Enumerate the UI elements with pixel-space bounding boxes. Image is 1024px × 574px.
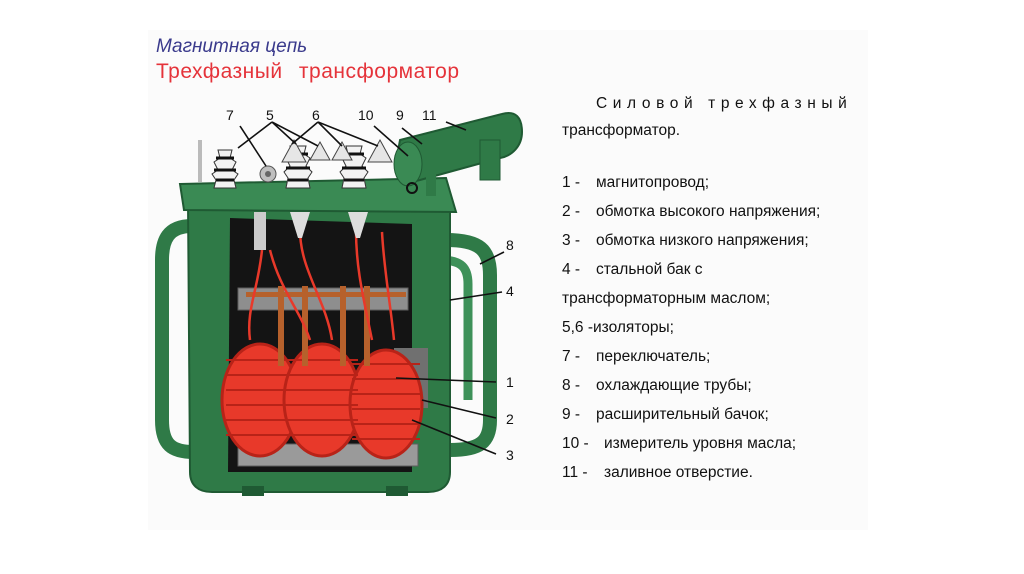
legend-number: 5,6 - — [562, 319, 593, 336]
callout-1: 1 — [506, 374, 514, 390]
legend-item: 9 -расширительный бачок; — [562, 400, 862, 429]
legend-text: измеритель уровня масла; — [604, 435, 796, 452]
legend-item: 1 -магнитопровод; — [562, 168, 862, 197]
callout-6: 6 — [312, 107, 320, 123]
legend-item: 4 -стальной бак с — [562, 255, 862, 284]
callout-5: 5 — [266, 107, 274, 123]
transformer-diagram: 7 5 6 10 9 11 8 4 1 2 3 — [150, 100, 550, 510]
legend-text: охлаждающие трубы; — [596, 377, 752, 394]
legend-text: заливное отверстие. — [604, 464, 753, 481]
legend-number: 11 - — [562, 458, 604, 487]
legend-number: 4 - — [562, 255, 596, 284]
legend-text: трансформаторным маслом; — [562, 290, 770, 307]
legend-number: 9 - — [562, 400, 596, 429]
callout-8: 8 — [506, 237, 514, 253]
legend-item: 8 -охлаждающие трубы; — [562, 371, 862, 400]
tap-changer — [260, 166, 276, 182]
legend-text: изоляторы; — [593, 319, 674, 336]
bushings — [198, 140, 392, 188]
callout-7: 7 — [226, 107, 234, 123]
description-panel: Силовой трехфазный трансформатор. 1 -маг… — [562, 90, 862, 487]
callout-3: 3 — [506, 447, 514, 463]
legend-number: 2 - — [562, 197, 596, 226]
legend-text: обмотка высокого напряжения; — [596, 203, 820, 220]
legend-number: 1 - — [562, 168, 596, 197]
legend-item: 11 -заливное отверстие. — [562, 458, 862, 487]
windings — [222, 344, 422, 458]
legend-item: 10 -измеритель уровня масла; — [562, 429, 862, 458]
description-title-line2: трансформатор. — [562, 117, 862, 144]
callout-4: 4 — [506, 283, 514, 299]
legend-number: 7 - — [562, 342, 596, 371]
legend-item: 5,6 -изоляторы; — [562, 313, 862, 342]
legend-text: магнитопровод; — [596, 174, 709, 191]
legend-number: 10 - — [562, 429, 604, 458]
callout-9: 9 — [396, 107, 404, 123]
callout-11: 11 — [422, 107, 437, 123]
callout-10: 10 — [358, 107, 374, 123]
slide-title: Трехфазный трансформатор — [156, 60, 460, 84]
legend-item: 2 -обмотка высокого напряжения; — [562, 197, 862, 226]
conservator-tank — [394, 113, 522, 196]
legend-list: 1 -магнитопровод; 2 -обмотка высокого на… — [562, 168, 862, 487]
legend-item: 3 -обмотка низкого напряжения; — [562, 226, 862, 255]
legend-text: стальной бак с — [596, 261, 703, 278]
callout-2: 2 — [506, 411, 514, 427]
legend-number: 3 - — [562, 226, 596, 255]
legend-item: трансформаторным маслом; — [562, 284, 862, 313]
tank-leg — [242, 486, 264, 496]
tank-leg — [386, 486, 408, 496]
legend-text: обмотка низкого напряжения; — [596, 232, 809, 249]
description-title: Силовой трехфазный трансформатор. — [562, 90, 862, 144]
slide-subtitle: Магнитная цепь — [156, 36, 307, 58]
legend-item: 7 -переключатель; — [562, 342, 862, 371]
legend-text: переключатель; — [596, 348, 710, 365]
legend-text: расширительный бачок; — [596, 406, 769, 423]
description-title-line1: Силовой трехфазный — [562, 90, 862, 117]
legend-number: 8 - — [562, 371, 596, 400]
